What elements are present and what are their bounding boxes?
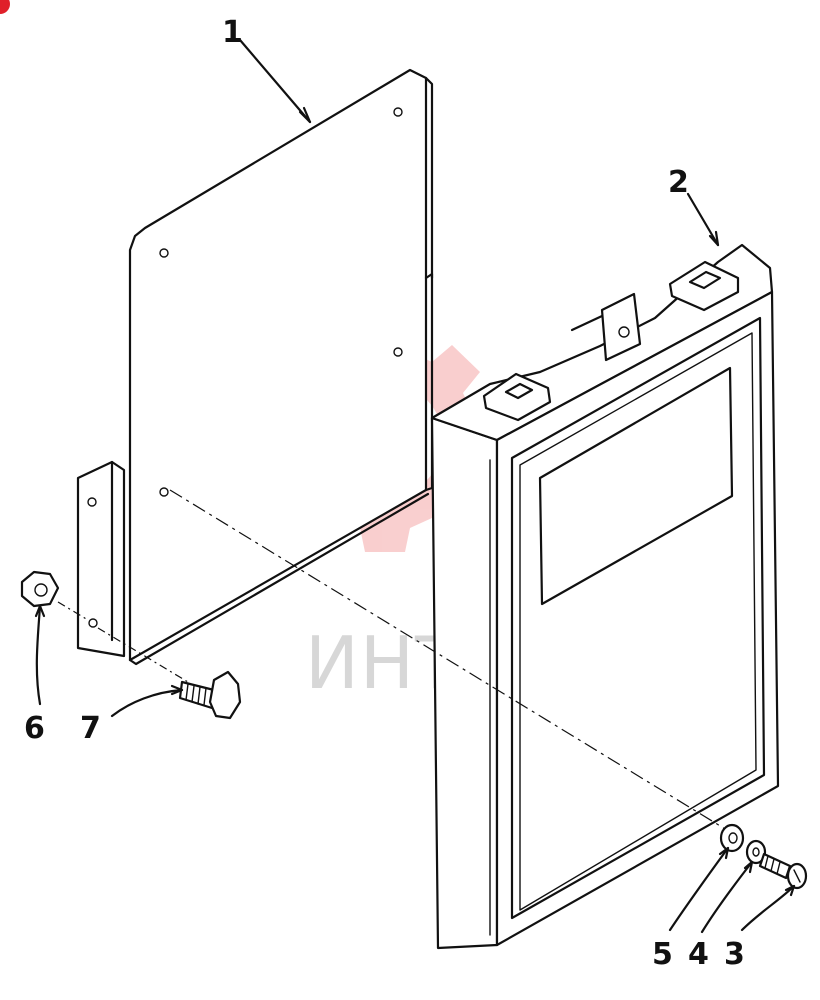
callout-3: 3 xyxy=(724,937,745,972)
callout-2: 2 xyxy=(668,165,689,200)
part-2-panel-box xyxy=(430,243,780,950)
part-6-nut-icon xyxy=(20,570,60,608)
callout-1: 1 xyxy=(222,15,243,50)
corner-mark-icon xyxy=(0,0,10,14)
part-1-mounting-plate xyxy=(76,68,434,666)
callout-6: 6 xyxy=(24,711,45,746)
leader-lines xyxy=(34,38,796,934)
callout-7: 7 xyxy=(80,711,101,746)
part-3-screw-icon xyxy=(758,852,808,890)
part-7-bolt-icon xyxy=(178,670,242,720)
part-5-washer-icon xyxy=(719,823,745,853)
assembly-center-line-left xyxy=(57,601,89,621)
callout-5: 5 xyxy=(652,937,673,972)
callout-4: 4 xyxy=(688,937,709,972)
part-4-lock-washer-icon xyxy=(745,839,767,865)
assembly-center-line xyxy=(169,489,736,836)
